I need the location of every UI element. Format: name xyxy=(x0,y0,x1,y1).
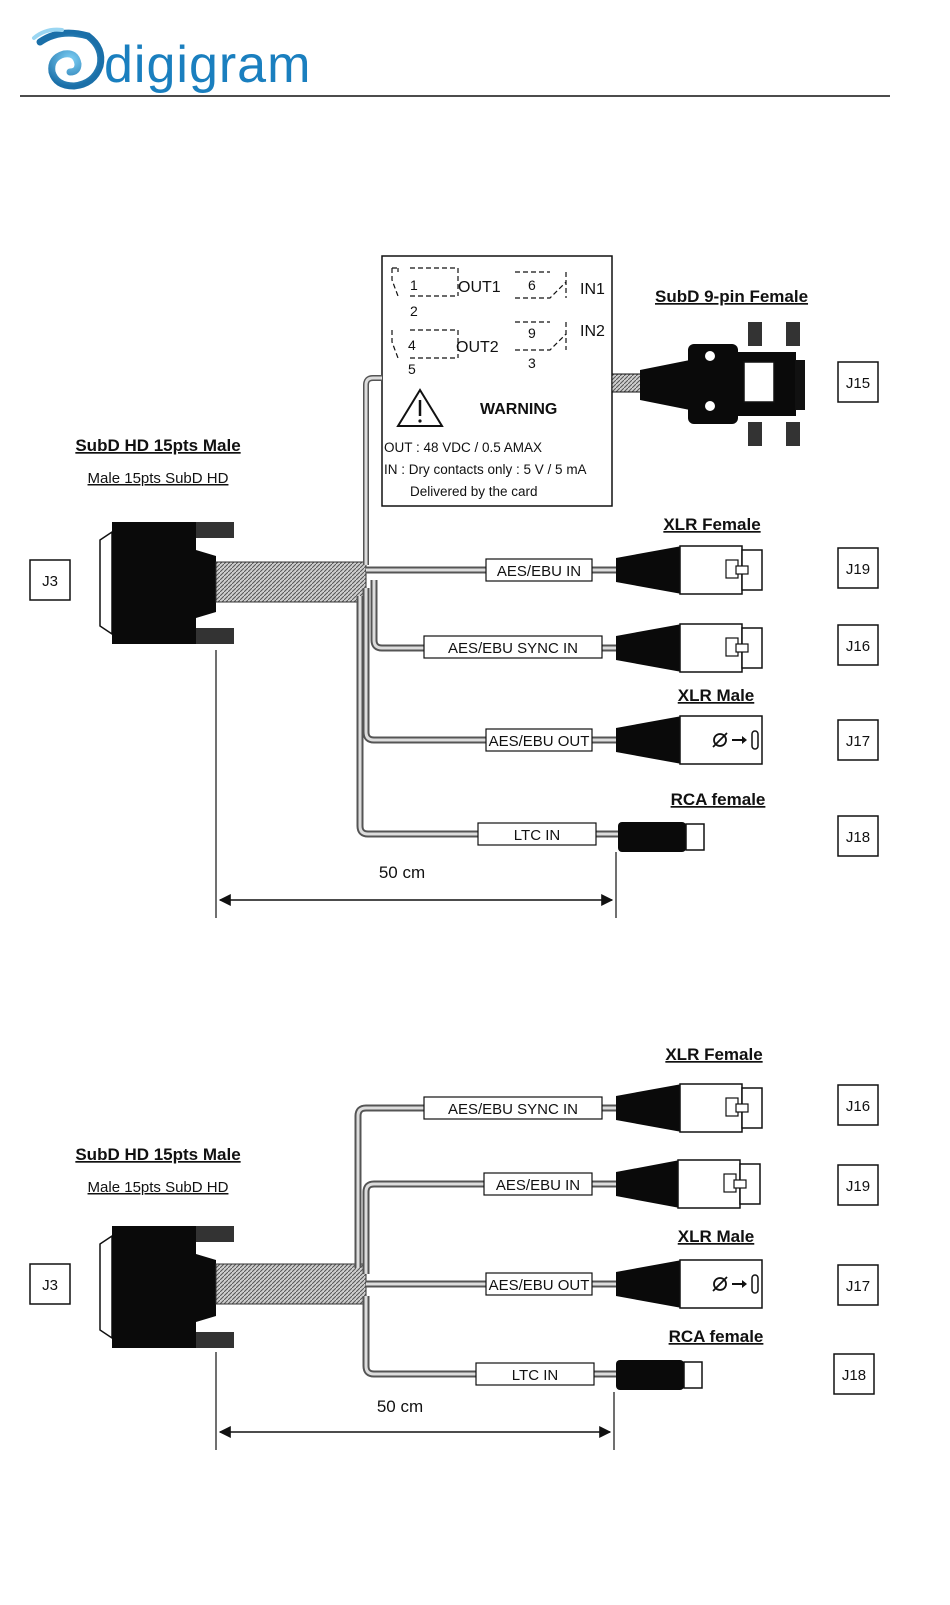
subd9-female-connector xyxy=(611,322,805,446)
warning-label: WARNING xyxy=(480,401,557,418)
j16-box-1 xyxy=(837,624,879,666)
subd9-title: SubD 9-pin Female xyxy=(655,287,808,306)
xlr-female-title-2: XLR Female xyxy=(665,1045,762,1064)
pin-2-label: 2 xyxy=(410,303,418,319)
j19-label-1: J19 xyxy=(846,561,870,578)
xlr-male-connector-j17-2 xyxy=(616,1259,763,1309)
aes-sync-tag-2 xyxy=(423,1096,603,1120)
j3-label-1: J3 xyxy=(42,573,58,590)
j15-box xyxy=(837,361,879,403)
xlr-male-connector-j17-1 xyxy=(616,715,763,765)
aes-in-tag-2 xyxy=(483,1172,593,1196)
aes-out-tag-1 xyxy=(485,728,593,752)
aes-out-label-1: AES/EBU OUT xyxy=(489,733,590,750)
aes-sync-label-2: AES/EBU SYNC IN xyxy=(448,1101,578,1118)
ltc-in-label-2: LTC IN xyxy=(512,1367,558,1384)
warning-triangle-icon xyxy=(396,388,444,427)
xlr-male-title-2: XLR Male xyxy=(678,1227,755,1246)
j17-box-2 xyxy=(837,1264,879,1306)
aes-in-label-1: AES/EBU IN xyxy=(497,563,581,580)
j17-box-1 xyxy=(837,719,879,761)
in1-label: IN1 xyxy=(580,281,605,298)
subd-hd-male-connector-1 xyxy=(99,522,234,644)
aes-out-tag-2 xyxy=(485,1272,593,1296)
rca-female-title-1: RCA female xyxy=(671,790,766,809)
phase-symbol-icon xyxy=(712,1274,759,1294)
length-label-2: 50 cm xyxy=(377,1397,423,1416)
aes-out-label-2: AES/EBU OUT xyxy=(489,1277,590,1294)
subd-hd-title-1: SubD HD 15pts Male xyxy=(75,436,240,455)
xlr-female-connector-j19-1 xyxy=(616,545,763,595)
gpio-warning-box: 1 2 OUT1 4 5 OUT2 6 IN1 9 3 IN2 WARNING … xyxy=(381,255,613,507)
pin-6-label: 6 xyxy=(528,277,536,293)
j3-box-2 xyxy=(29,1263,71,1305)
j19-box-2 xyxy=(837,1164,879,1206)
j16-box-2 xyxy=(837,1084,879,1126)
brand-name: digigram xyxy=(104,36,311,94)
pin-4-label: 4 xyxy=(408,337,416,353)
warning-line-3: Delivered by the card xyxy=(410,484,538,499)
j16-label-2: J16 xyxy=(846,1098,870,1115)
rca-female-title-2: RCA female xyxy=(669,1327,764,1346)
j3-label-2: J3 xyxy=(42,1277,58,1294)
pin-3-label: 3 xyxy=(528,355,536,371)
subd-hd-subtitle-2: Male 15pts SubD HD xyxy=(88,1179,229,1196)
xlr-female-title-1: XLR Female xyxy=(663,515,760,534)
rca-female-connector-j18-2 xyxy=(616,1360,703,1390)
j3-box-1 xyxy=(29,559,71,601)
xlr-female-connector-j16-1 xyxy=(616,623,763,673)
in2-label: IN2 xyxy=(580,323,605,340)
j18-label-2: J18 xyxy=(842,1367,866,1384)
spiral-logo-icon xyxy=(32,27,105,90)
length-label-1: 50 cm xyxy=(379,863,425,882)
diagram-1: 1 2 OUT1 4 5 OUT2 6 IN1 9 3 IN2 WARNING … xyxy=(29,255,879,918)
xlr-male-title-1: XLR Male xyxy=(678,686,755,705)
warning-line-1: OUT : 48 VDC / 0.5 AMAX xyxy=(384,440,542,455)
out1-label: OUT1 xyxy=(458,279,501,296)
ltc-in-label-1: LTC IN xyxy=(514,827,560,844)
xlr-female-connector-j19-2 xyxy=(616,1159,761,1209)
subd-hd-title-2: SubD HD 15pts Male xyxy=(75,1145,240,1164)
aes-sync-tag-1 xyxy=(423,635,603,659)
pin-9-label: 9 xyxy=(528,325,536,341)
pin-1-label: 1 xyxy=(410,277,418,293)
ltc-in-tag-2 xyxy=(475,1362,595,1386)
diagram-2: SubD HD 15pts Male Male 15pts SubD HD J3… xyxy=(29,1045,879,1450)
j16-label-1: J16 xyxy=(846,638,870,655)
pin-5-label: 5 xyxy=(408,361,416,377)
cable-bundle-2 xyxy=(215,1104,620,1378)
j17-label-1: J17 xyxy=(846,733,870,750)
j17-label-2: J17 xyxy=(846,1278,870,1295)
j19-label-2: J19 xyxy=(846,1178,870,1195)
out2-label: OUT2 xyxy=(456,339,499,356)
rca-female-connector-j18-1 xyxy=(618,822,705,852)
xlr-female-connector-j16-2 xyxy=(616,1083,763,1133)
j18-label-1: J18 xyxy=(846,829,870,846)
j15-label: J15 xyxy=(846,375,870,392)
aes-in-tag-1 xyxy=(485,558,593,582)
j18-box-1 xyxy=(837,815,879,857)
brand-logo: digigram xyxy=(32,27,311,94)
j19-box-1 xyxy=(837,547,879,589)
aes-in-label-2: AES/EBU IN xyxy=(496,1177,580,1194)
j18-box-2 xyxy=(833,1353,875,1395)
aes-sync-label-1: AES/EBU SYNC IN xyxy=(448,640,578,657)
ltc-in-tag-1 xyxy=(477,822,597,846)
subd-hd-male-connector-2 xyxy=(99,1226,234,1348)
phase-symbol-icon xyxy=(712,730,759,750)
warning-line-2: IN : Dry contacts only : 5 V / 5 mA xyxy=(384,462,587,477)
subd-hd-subtitle-1: Male 15pts SubD HD xyxy=(88,470,229,487)
